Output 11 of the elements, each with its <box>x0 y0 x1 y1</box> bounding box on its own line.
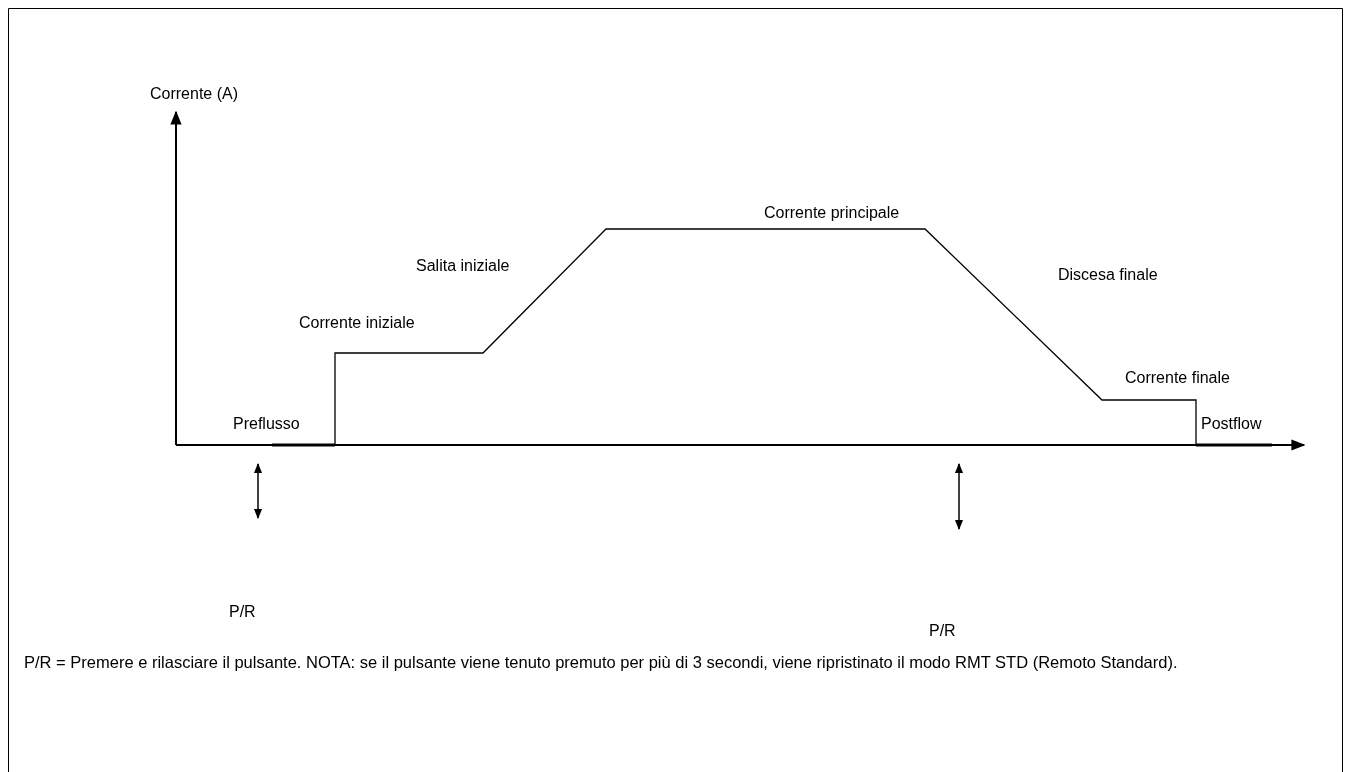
segment-label: Corrente principale <box>764 203 900 223</box>
segment-label: Corrente finale <box>1125 368 1230 388</box>
button-label: P/R <box>229 602 256 622</box>
segment-label: Preflusso <box>233 414 300 434</box>
segment-label: Corrente iniziale <box>299 313 415 333</box>
segment-label: Salita iniziale <box>416 256 510 276</box>
axis-label: Corrente (A) <box>150 84 239 104</box>
segment-label: Discesa finale <box>1058 265 1158 285</box>
note-text: P/R = Premere e rilasciare il pulsante. NOTA: se il pulsante viene tenuto premuto per più di 3 secondi, viene ripristinato il modo RMT STD (Remoto Standard). <box>24 652 1179 673</box>
segment-label: Postflow <box>1201 414 1262 434</box>
button-label: P/R <box>929 621 956 641</box>
